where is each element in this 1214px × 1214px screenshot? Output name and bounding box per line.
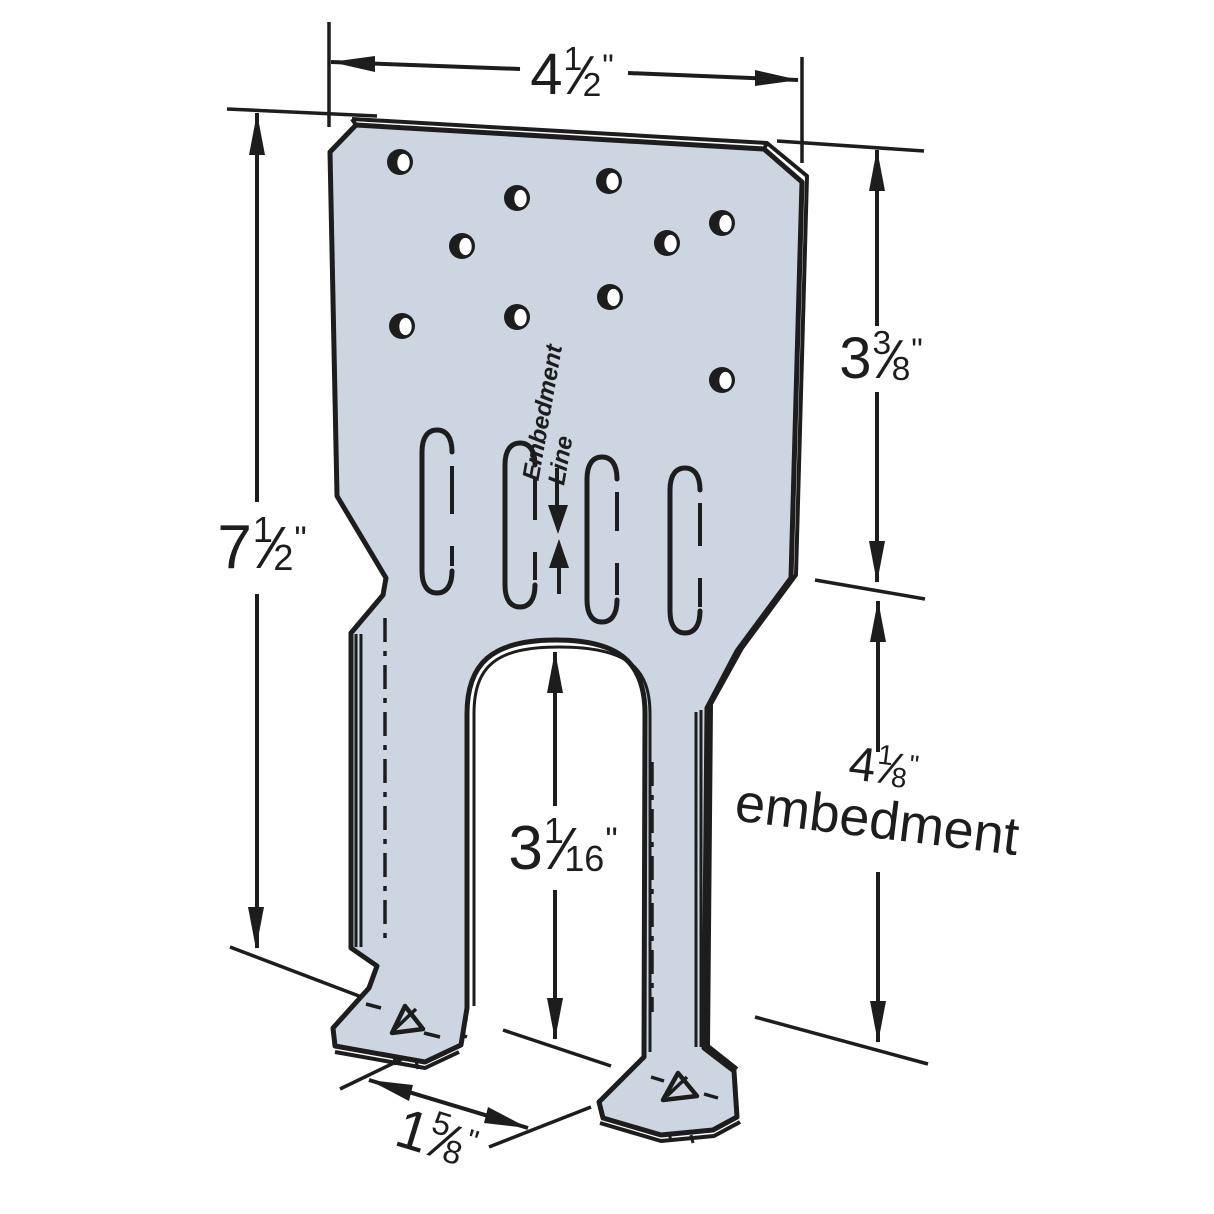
emboss-slot (419, 427, 455, 596)
emboss-slot (667, 465, 703, 636)
dimension-lines (255, 60, 880, 1130)
dim-label-upper-right: 33⁄8" (761, 324, 1001, 392)
inch-mark: " (605, 821, 618, 860)
fraction-numerator: 1 (543, 810, 564, 852)
dim-label-top-width: 41⁄2" (452, 40, 692, 108)
fraction-slash: ⁄ (268, 515, 279, 581)
plate-thickness-lines (334, 117, 809, 1143)
fraction-slash: ⁄ (559, 816, 570, 882)
nail-hole (387, 149, 413, 175)
foot-crease-dashes (365, 1002, 719, 1100)
nail-hole (597, 284, 623, 310)
hem-lines (354, 634, 703, 1052)
fraction-denominator: 8 (891, 350, 911, 388)
fraction-whole: 7 (217, 512, 252, 582)
fraction-whole: 4 (845, 737, 879, 794)
fraction-denominator: 16 (564, 837, 605, 879)
nail-hole (709, 367, 735, 393)
fold-centerlines (383, 618, 654, 1012)
fraction-denominator: 8 (889, 760, 909, 794)
fraction-slash: ⁄ (886, 327, 896, 390)
dimension-arrowheads (248, 56, 886, 1128)
fraction-whole: 3 (508, 813, 543, 883)
nail-hole (504, 304, 530, 330)
emboss-slots (419, 427, 703, 636)
triangle-hole-right (660, 1070, 700, 1103)
nail-hole (504, 185, 530, 211)
bracket-plate (327, 117, 809, 1144)
nail-hole (654, 230, 680, 256)
triangle-hole-left (389, 1003, 426, 1036)
fraction-numerator: 1 (252, 509, 273, 551)
inch-mark: " (907, 748, 921, 780)
fraction-whole: 3 (839, 325, 872, 391)
fraction-whole: 4 (530, 41, 563, 107)
triangle-holes (389, 1003, 700, 1103)
slot-dashes (450, 466, 702, 607)
fraction-slash: ⁄ (577, 43, 587, 106)
dim-label-slot-to-bottom: 31⁄16" (443, 812, 683, 884)
extension-lines (226, 22, 929, 1149)
nail-hole (709, 210, 735, 236)
fraction-denominator: 2 (273, 536, 294, 578)
nail-hole (596, 168, 622, 194)
fraction-denominator: 2 (582, 66, 602, 104)
fraction-numerator: 3 (872, 324, 892, 362)
inch-mark: " (461, 1122, 483, 1160)
inch-mark: " (294, 520, 307, 559)
inch-mark: " (911, 332, 923, 369)
inch-mark: " (602, 48, 614, 85)
fraction-numerator: 1 (563, 40, 583, 78)
dim-label-left-height: 71⁄2" (142, 511, 382, 583)
emboss-slot (502, 440, 538, 610)
embedment-line-arrows (548, 468, 569, 594)
nail-hole (389, 313, 415, 339)
nail-hole (449, 233, 475, 259)
plate-face (327, 122, 805, 1138)
emboss-slot (584, 454, 620, 625)
